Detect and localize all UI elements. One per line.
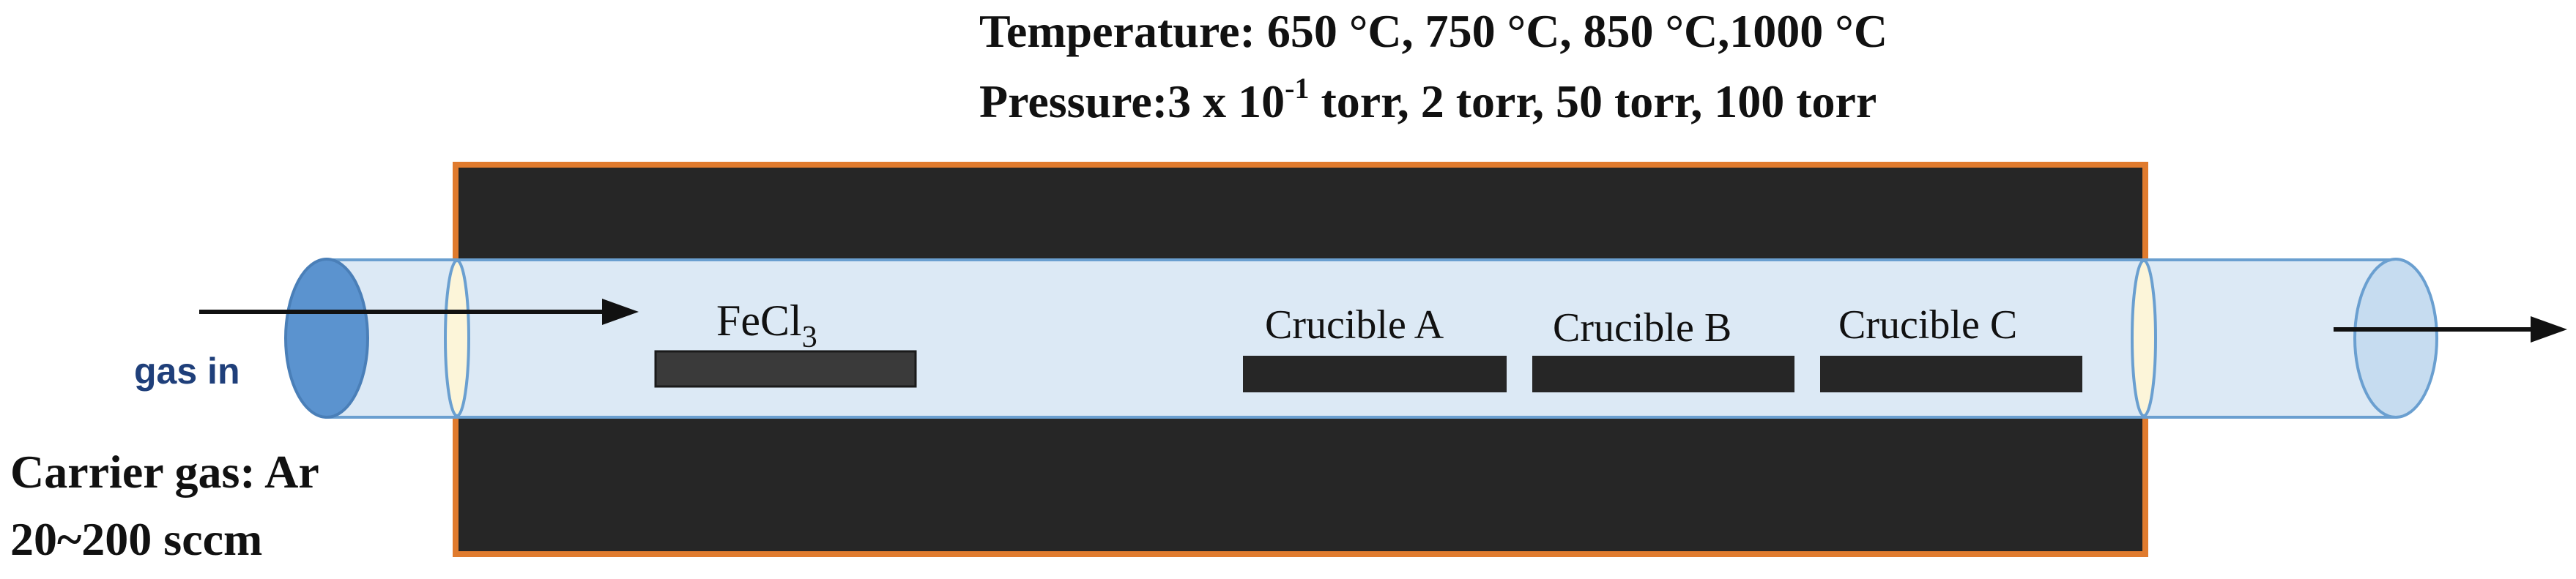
temperature-label: Temperature: 650 °C, 750 °C, 850 °C,1000… xyxy=(979,5,1888,57)
inlet-cap xyxy=(284,258,369,419)
pressure-suffix: torr, 2 torr, 50 torr, 100 torr xyxy=(1309,75,1877,127)
precursor-subscript: 3 xyxy=(802,321,817,354)
crucible-a xyxy=(1243,356,1507,392)
crucible-c-label: Crucible C xyxy=(1838,302,2017,348)
precursor-label: FeCl3 xyxy=(716,296,817,354)
precursor-boat xyxy=(654,350,917,388)
pressure-exponent: -1 xyxy=(1285,72,1309,105)
crucible-a-label: Crucible A xyxy=(1265,302,1444,348)
precursor-base: FeCl xyxy=(716,296,802,345)
outlet-flange xyxy=(2131,259,2157,417)
crucible-b-label: Crucible B xyxy=(1553,305,1731,351)
crucible-b xyxy=(1532,356,1794,392)
pressure-label: Pressure:3 x 10-1 torr, 2 torr, 50 torr,… xyxy=(979,72,1877,127)
crucible-c xyxy=(1820,356,2082,392)
pressure-prefix: Pressure:3 x 10 xyxy=(979,75,1285,127)
carrier-flow-label: 20~200 sccm xyxy=(10,513,262,565)
inlet-arrowhead xyxy=(602,299,639,325)
carrier-gas-label: Carrier gas: Ar xyxy=(10,446,319,498)
outlet-cap xyxy=(2353,258,2438,419)
outlet-arrowhead xyxy=(2531,316,2567,343)
gas-in-label: gas in xyxy=(134,351,240,392)
inlet-flange xyxy=(444,259,470,417)
